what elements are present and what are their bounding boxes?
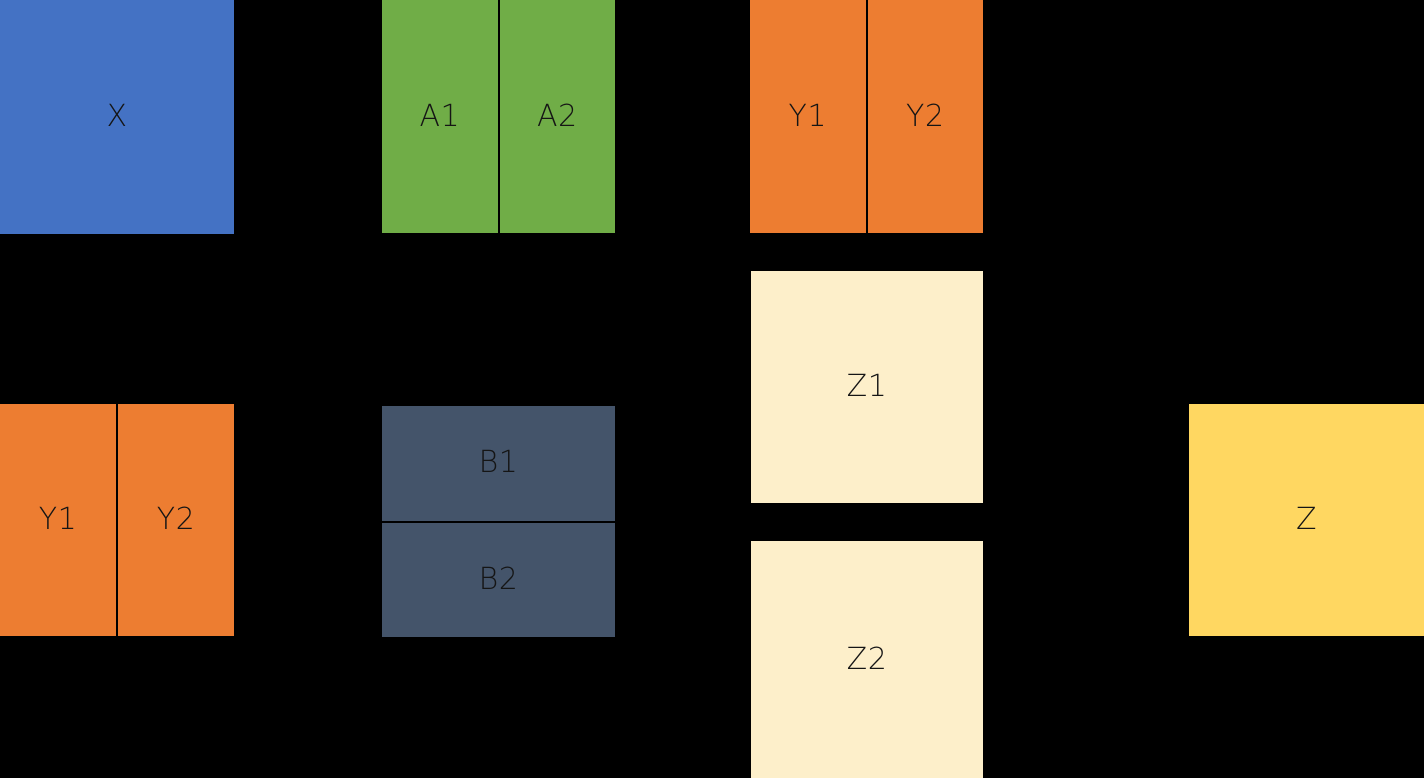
node-y2-top-label: Y2 <box>906 98 945 134</box>
node-y1-top[interactable]: Y1 <box>750 0 866 233</box>
node-z-label: Z <box>1295 502 1318 537</box>
node-y1-bottom-label: Y1 <box>38 502 78 537</box>
node-y-bottom[interactable]: Y1 Y2 <box>0 404 234 636</box>
node-x-label: X <box>106 99 128 134</box>
node-a1-label: A1 <box>419 98 461 134</box>
node-z2[interactable]: Z2 <box>751 541 983 778</box>
node-a1[interactable]: A1 <box>382 0 498 233</box>
node-x[interactable]: X <box>0 0 234 234</box>
node-b1[interactable]: B1 <box>382 406 615 521</box>
node-z[interactable]: Z <box>1189 404 1424 636</box>
node-a2-label: A2 <box>536 98 578 134</box>
node-z2-label: Z2 <box>846 641 888 677</box>
node-y2-bottom[interactable]: Y2 <box>116 404 234 636</box>
node-b1-label: B1 <box>478 445 519 481</box>
node-y1-top-label: Y1 <box>788 98 827 134</box>
node-a[interactable]: A1 A2 <box>382 0 615 233</box>
node-b2[interactable]: B2 <box>382 520 615 638</box>
node-y1-bottom[interactable]: Y1 <box>0 404 116 636</box>
node-a2[interactable]: A2 <box>497 0 616 233</box>
node-b2-label: B2 <box>478 561 519 597</box>
node-z1[interactable]: Z1 <box>751 271 983 503</box>
node-y2-bottom-label: Y2 <box>156 502 196 537</box>
node-z1-label: Z1 <box>846 369 888 404</box>
node-y2-top[interactable]: Y2 <box>865 0 984 233</box>
node-y-top[interactable]: Y1 Y2 <box>750 0 983 233</box>
